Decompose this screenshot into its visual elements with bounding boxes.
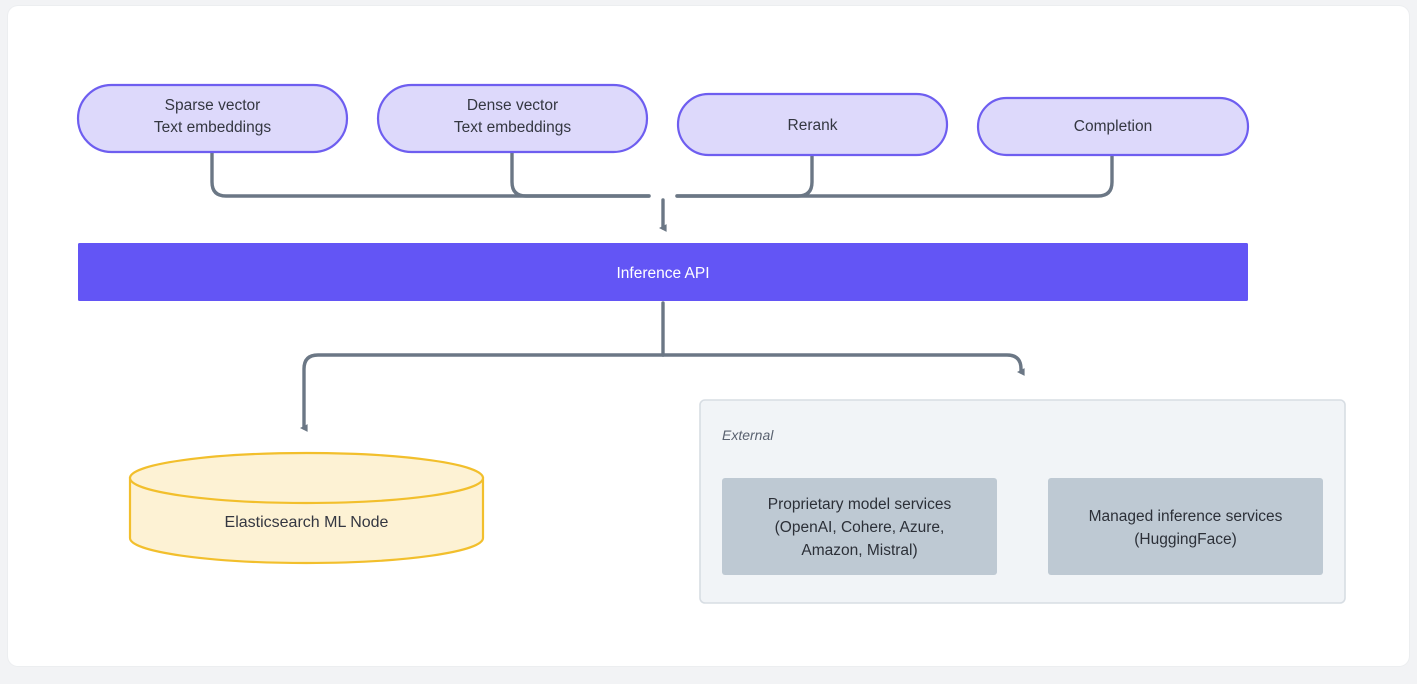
edge-group-tasks-to-inference-api [210, 151, 1114, 232]
edge-dense-vector-to-inference-api [510, 151, 651, 198]
task-node-completion[interactable]: Completion [976, 96, 1250, 157]
elasticsearch-ml-node-label: Elasticsearch ML Node [225, 514, 389, 531]
proprietary-model-services-line-2: (OpenAI, Cohere, Azure, [775, 519, 945, 536]
sparse-vector-label-line-2: Text embeddings [154, 119, 271, 136]
rerank-pill-shape[interactable] [676, 92, 949, 157]
managed-inference-services-line-2: (HuggingFace) [1134, 531, 1237, 548]
dense-vector-label-line-2: Text embeddings [454, 119, 571, 136]
inference-api-label: Inference API [616, 265, 709, 282]
proprietary-model-services-line-3: Amazon, Mistral) [801, 542, 917, 559]
service-box-proprietary-model-services[interactable]: Proprietary model services (OpenAI, Cohe… [722, 478, 997, 575]
edge-rerank-to-inference-api [675, 154, 814, 198]
task-node-sparse-vector[interactable]: Sparse vector Text embeddings [76, 83, 349, 154]
inference-api-node[interactable]: Inference API [78, 243, 1248, 301]
edge-inference-api-to-external [661, 353, 1025, 376]
completion-label: Completion [1074, 118, 1152, 135]
rerank-label: Rerank [788, 117, 838, 134]
edge-group-inference-api-to-targets [299, 301, 1025, 432]
external-panel: External Proprietary model services (Ope… [699, 399, 1346, 604]
edge-completion-to-inference-api [675, 154, 1114, 198]
proprietary-model-services-line-1: Proprietary model services [768, 496, 952, 513]
managed-inference-services-shape[interactable] [1048, 478, 1323, 575]
edge-sparse-vector-to-inference-api [210, 151, 651, 198]
sparse-vector-label-line-1: Sparse vector [165, 97, 261, 114]
dense-vector-pill-shape[interactable] [376, 83, 649, 154]
cylinder-top-shape[interactable] [128, 451, 485, 505]
service-box-managed-inference-services[interactable]: Managed inference services (HuggingFace) [1048, 478, 1323, 575]
sparse-vector-pill-shape[interactable] [76, 83, 349, 154]
managed-inference-services-line-1: Managed inference services [1089, 508, 1283, 525]
task-node-rerank[interactable]: Rerank [676, 92, 949, 157]
task-node-dense-vector[interactable]: Dense vector Text embeddings [376, 83, 649, 154]
dense-vector-label-line-1: Dense vector [467, 97, 558, 114]
inference-api-bar-shape[interactable] [78, 243, 1248, 301]
edge-inference-api-to-elasticsearch-ml-node [299, 353, 665, 432]
elasticsearch-ml-node[interactable]: Elasticsearch ML Node [128, 451, 485, 565]
completion-pill-shape[interactable] [976, 96, 1250, 157]
external-panel-title: External [722, 427, 774, 443]
proprietary-model-services-shape[interactable] [722, 478, 997, 575]
